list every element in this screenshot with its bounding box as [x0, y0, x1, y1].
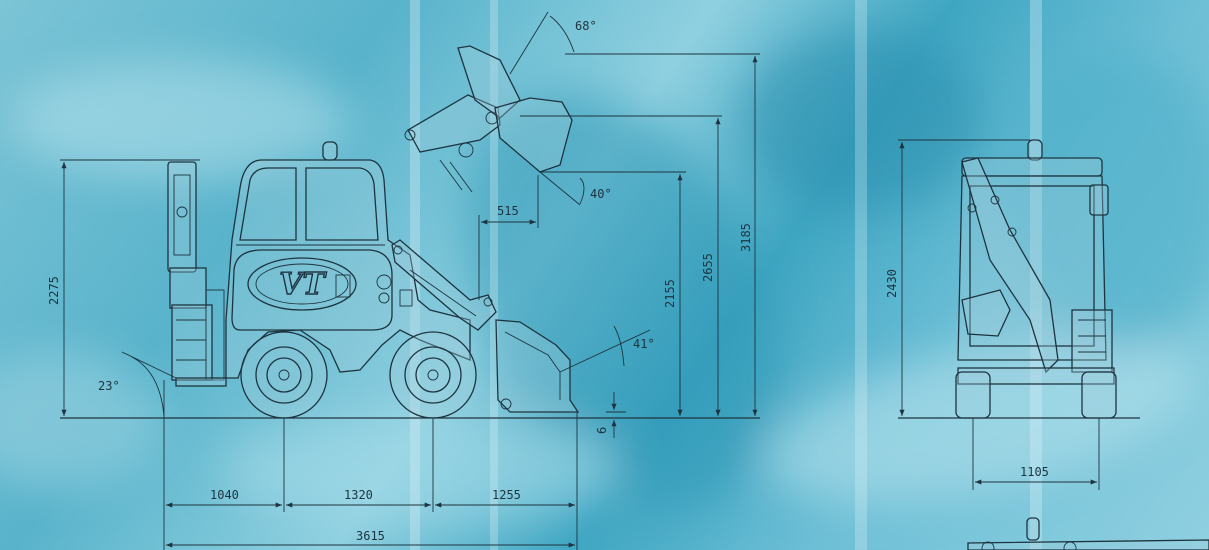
dim-max-height: 3185	[739, 223, 753, 252]
partial-top-view	[967, 517, 1209, 550]
side-view: VT	[47, 11, 760, 550]
dim-hinge-height: 2655	[701, 253, 715, 282]
dim-angle-ground: 41°	[633, 337, 655, 351]
dim-rear-overhang: 1040	[210, 488, 239, 502]
dim-front-height: 2430	[885, 269, 899, 298]
dim-angle-tilt: 40°	[590, 187, 612, 201]
brand-logo-text: VT	[279, 267, 327, 302]
dim-dig-depth: 6	[595, 427, 609, 434]
beacon-light-icon	[322, 141, 338, 161]
front-view: 2430 1105	[885, 139, 1140, 490]
dim-angle-dump: 68°	[575, 19, 597, 33]
front-wheel	[389, 331, 477, 419]
dim-overall-length: 3615	[356, 529, 385, 543]
rear-wheel	[240, 331, 328, 419]
front-beacon-icon	[1027, 139, 1043, 161]
loader-bucket-lowered	[495, 319, 580, 413]
dim-height-rear: 2275	[47, 276, 61, 305]
dim-reach-dump: 515	[497, 204, 519, 218]
tractor-body: VT	[225, 141, 497, 379]
front-right-tyre	[1081, 371, 1117, 419]
backhoe-arm	[167, 161, 227, 387]
dim-wheelbase: 1320	[344, 488, 373, 502]
dim-front-overhang: 1255	[492, 488, 521, 502]
front-left-tyre	[955, 371, 991, 419]
loader-bucket-raised	[404, 45, 573, 193]
dim-track-width: 1105	[1020, 465, 1049, 479]
dim-angle-rear: 23°	[98, 379, 120, 393]
dim-dump-height: 2155	[663, 279, 677, 308]
